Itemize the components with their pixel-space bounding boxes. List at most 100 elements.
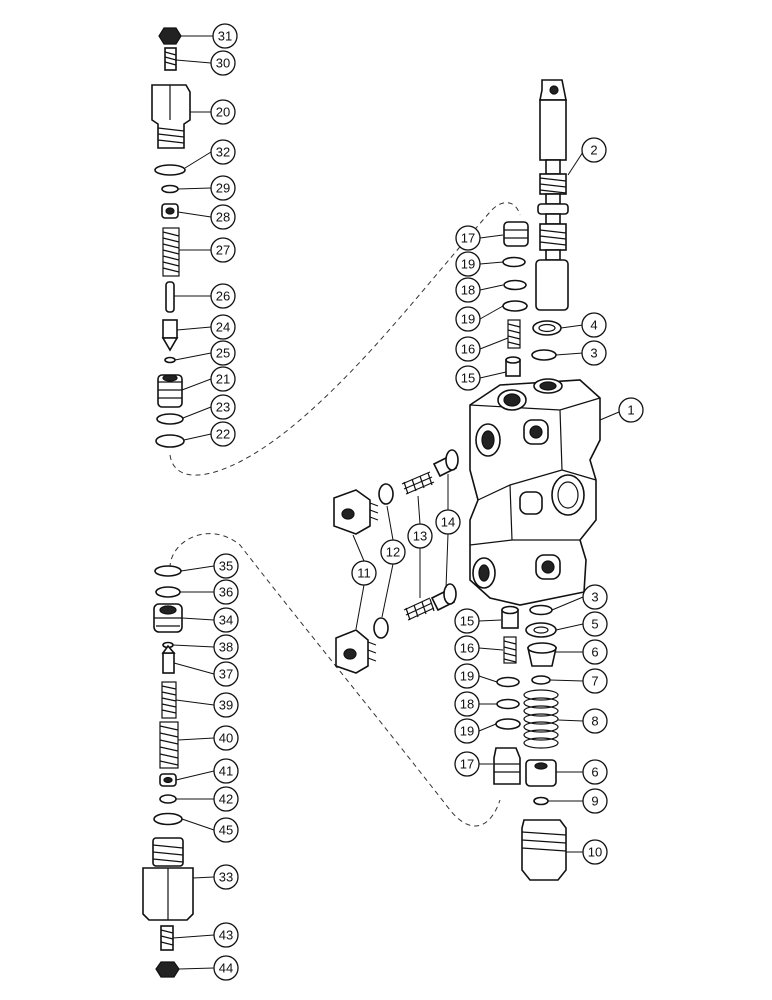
svg-text:6: 6 <box>591 765 598 780</box>
group-outline-top <box>169 202 521 476</box>
part-18-ring-lower <box>496 698 520 710</box>
callout-19-a: 19 <box>455 251 481 277</box>
part-11-plug-lower <box>335 629 377 674</box>
callout-43: 43 <box>213 922 239 948</box>
part-13-spring-lower <box>403 597 435 621</box>
svg-text:19: 19 <box>460 724 474 739</box>
svg-text:40: 40 <box>219 731 233 746</box>
svg-text:15: 15 <box>460 614 474 629</box>
svg-text:30: 30 <box>216 56 230 71</box>
svg-text:21: 21 <box>216 372 230 387</box>
part-37-poppet <box>161 644 176 674</box>
callout-9: 9 <box>582 788 608 814</box>
part-14-poppet-lower <box>430 583 457 612</box>
part-36-oring <box>155 586 181 598</box>
part-4-seal <box>532 320 562 336</box>
callout-16-upper: 16 <box>455 336 481 362</box>
part-6-retainer-lower <box>525 759 557 787</box>
svg-text:12: 12 <box>386 545 400 560</box>
callout-1: 1 <box>618 397 644 423</box>
callout-37: 37 <box>213 661 239 687</box>
part-45-oring <box>153 812 183 826</box>
callout-28: 28 <box>210 204 236 230</box>
part-19-oring-a <box>502 256 526 268</box>
part-19-oring-d <box>495 718 521 730</box>
svg-text:36: 36 <box>219 585 233 600</box>
svg-text:20: 20 <box>216 105 230 120</box>
callout-26: 26 <box>210 283 236 309</box>
svg-text:26: 26 <box>216 289 230 304</box>
part-42-oring <box>159 794 177 804</box>
callout-3-upper: 3 <box>581 340 607 366</box>
callout-13: 13 <box>407 523 433 549</box>
part-21-plug <box>157 374 183 408</box>
callout-30: 30 <box>210 50 236 76</box>
svg-text:8: 8 <box>591 714 598 729</box>
svg-text:22: 22 <box>216 427 230 442</box>
part-3-ring-lower <box>529 604 553 616</box>
callout-34: 34 <box>213 607 239 633</box>
callout-19-c: 19 <box>454 663 480 689</box>
part-11-plug-upper <box>333 489 379 535</box>
part-35-oring <box>154 565 182 577</box>
svg-text:4: 4 <box>590 318 597 333</box>
part-17-plug-upper <box>503 221 529 247</box>
part-17-plug-lower <box>493 747 521 785</box>
svg-text:25: 25 <box>216 346 230 361</box>
part-6-retainer-upper <box>527 642 557 667</box>
callout-7: 7 <box>582 668 608 694</box>
svg-text:43: 43 <box>219 928 233 943</box>
callout-18-upper: 18 <box>455 277 481 303</box>
svg-text:45: 45 <box>219 823 233 838</box>
callout-17-lower: 17 <box>454 751 480 777</box>
svg-text:33: 33 <box>219 870 233 885</box>
part-30-setscrew <box>164 47 177 71</box>
svg-text:2: 2 <box>590 143 597 158</box>
svg-text:15: 15 <box>461 371 475 386</box>
svg-text:19: 19 <box>461 312 475 327</box>
callout-15-lower: 15 <box>454 608 480 634</box>
svg-text:10: 10 <box>588 845 602 860</box>
part-1-valve-body <box>469 378 601 606</box>
part-34-plug <box>153 603 183 633</box>
part-15-poppet-upper <box>505 356 521 377</box>
svg-text:29: 29 <box>216 181 230 196</box>
part-33-cap <box>142 837 194 921</box>
callout-40: 40 <box>213 725 239 751</box>
svg-text:23: 23 <box>216 400 230 415</box>
part-44-nut <box>155 961 180 978</box>
part-27-spring <box>162 227 180 277</box>
callout-23: 23 <box>210 394 236 420</box>
svg-text:16: 16 <box>461 342 475 357</box>
part-25-ring <box>164 356 176 364</box>
callout-39: 39 <box>213 692 239 718</box>
part-18-ring-upper <box>503 279 527 291</box>
svg-text:9: 9 <box>591 794 598 809</box>
svg-text:42: 42 <box>219 792 233 807</box>
callout-22: 22 <box>210 421 236 447</box>
callout-27: 27 <box>210 237 236 263</box>
callout-2: 2 <box>581 137 607 163</box>
callout-16-lower: 16 <box>454 635 480 661</box>
svg-text:27: 27 <box>216 243 230 258</box>
svg-text:32: 32 <box>216 145 230 160</box>
callout-44: 44 <box>213 955 239 981</box>
callout-12: 12 <box>380 539 406 565</box>
svg-text:16: 16 <box>460 641 474 656</box>
part-43-setscrew <box>160 925 174 951</box>
svg-text:1: 1 <box>627 403 634 418</box>
callout-5: 5 <box>582 611 608 637</box>
svg-text:35: 35 <box>219 559 233 574</box>
callout-45: 45 <box>213 817 239 843</box>
callout-6-lower: 6 <box>582 759 608 785</box>
part-19-oring-c <box>496 676 520 688</box>
svg-text:18: 18 <box>460 697 474 712</box>
callout-29: 29 <box>210 175 236 201</box>
callout-18-lower: 18 <box>454 691 480 717</box>
svg-text:17: 17 <box>461 231 475 246</box>
part-26-pin <box>165 281 175 313</box>
part-12-oring-lower <box>373 617 389 639</box>
callout-25: 25 <box>210 340 236 366</box>
callout-35: 35 <box>213 553 239 579</box>
